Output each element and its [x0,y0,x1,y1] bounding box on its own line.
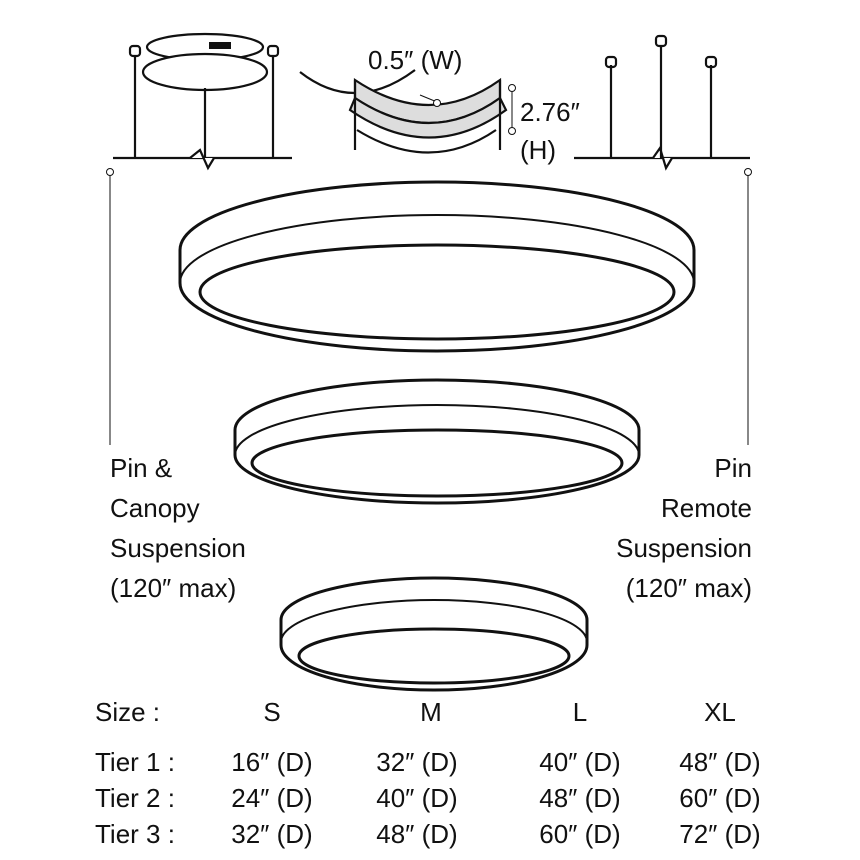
table-cell: 32″ (D) [376,747,458,777]
size-header: S [263,697,281,727]
size-header: XL [704,697,736,727]
height-dimension-unit: (H) [520,135,557,165]
table-cell: 24″ (D) [231,783,313,813]
canopy-suspension-icon [113,32,292,171]
remote-suspension-icon [574,34,750,171]
size-header: M [420,697,442,727]
size-header-label: Size : [95,697,161,727]
left-label-line-4: (120″ max) [110,573,237,603]
right-label-line-1: Pin [714,453,752,483]
right-label-line-2: Remote [660,493,752,523]
table-cell: 60″ (D) [679,783,761,813]
table-cell: 16″ (D) [231,747,313,777]
left-label-line-3: Suspension [110,533,246,563]
left-label-line-1: Pin & [110,453,173,483]
width-dimension: 0.5″ (W) [368,45,463,75]
profile-cross-section-icon [299,69,516,154]
table-cell: 72″ (D) [679,819,761,849]
row-label: Tier 3 : [95,819,175,849]
tier-3-ring [279,576,589,692]
right-label-line-3: Suspension [616,533,752,563]
table-cell: 48″ (D) [679,747,761,777]
table-cell: 48″ (D) [539,783,621,813]
table-cell: 48″ (D) [376,819,458,849]
size-header: L [572,697,588,727]
right-label-line-4: (120″ max) [625,573,752,603]
left-label-line-2: Canopy [110,493,200,523]
table-cell: 40″ (D) [539,747,621,777]
table-cell: 60″ (D) [539,819,621,849]
tier-1-ring [178,180,696,353]
table-cell: 40″ (D) [376,783,458,813]
row-label: Tier 2 : [95,783,175,813]
height-dimension-value: 2.76″ [520,97,580,127]
tier-2-ring [233,378,641,505]
table-cell: 32″ (D) [231,819,313,849]
row-label: Tier 1 : [95,747,175,777]
